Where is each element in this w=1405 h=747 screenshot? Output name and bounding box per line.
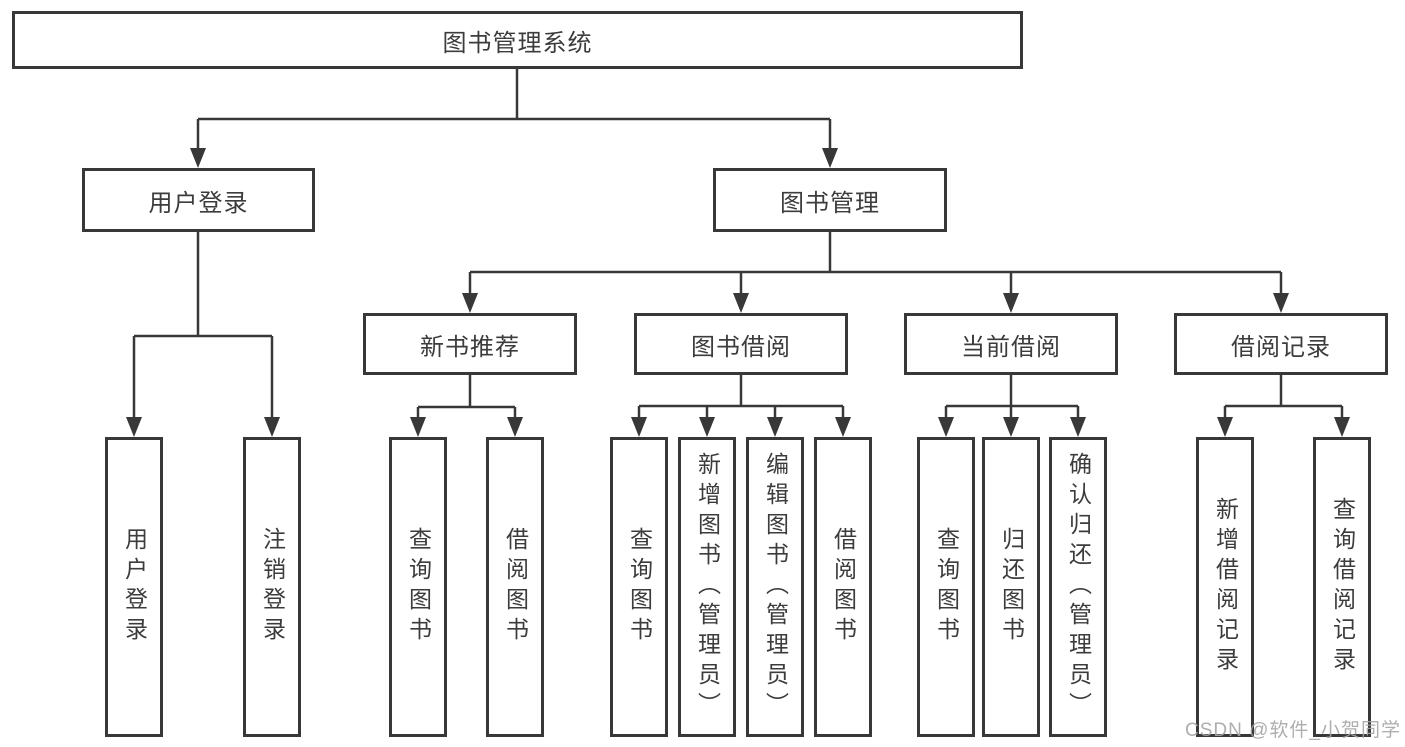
- leaf-add-borrow-record: 新增借阅记录: [1196, 437, 1254, 737]
- node-user-login: 用户登录: [82, 168, 315, 232]
- connector-bookborrow-to-leaves: [637, 375, 845, 419]
- leaf-query-book-borrow: 查询图书: [610, 437, 668, 737]
- connector-borrowrecord-to-leaves: [1223, 375, 1344, 419]
- node-new-book-rec: 新书推荐: [363, 313, 577, 375]
- leaf-edit-book: 编辑图书（管理员）: [746, 437, 804, 737]
- node-root: 图书管理系统: [12, 11, 1023, 69]
- connector-newbookrec-to-leaves: [416, 375, 517, 419]
- leaf-borrow-book-rec: 借阅图书: [486, 437, 544, 737]
- leaf-confirm-return: 确认归还（管理员）: [1049, 437, 1107, 737]
- node-borrow-record: 借阅记录: [1174, 313, 1388, 375]
- node-current-borrow: 当前借阅: [904, 313, 1118, 375]
- leaf-query-borrow-record: 查询借阅记录: [1313, 437, 1371, 737]
- arrowheads: [126, 148, 1350, 437]
- connector-userlogin-to-leaves: [132, 232, 274, 419]
- connector-currentborrow-to-leaves: [944, 375, 1080, 419]
- node-book-borrow: 图书借阅: [634, 313, 848, 375]
- watermark: CSDN @软件_小贺同学: [1185, 720, 1401, 741]
- node-book-mgmt: 图书管理: [713, 168, 947, 232]
- leaf-add-book: 新增图书（管理员）: [678, 437, 736, 737]
- leaf-borrow-book: 借阅图书: [814, 437, 872, 737]
- connector-root-to-level2: [196, 68, 832, 150]
- leaf-query-book-current: 查询图书: [917, 437, 975, 737]
- connector-bookmgmt-to-level3: [468, 232, 1283, 295]
- leaf-logout: 注销登录: [243, 437, 301, 737]
- leaf-return-book: 归还图书: [982, 437, 1040, 737]
- leaf-query-book-rec: 查询图书: [389, 437, 447, 737]
- leaf-user-login: 用户登录: [105, 437, 163, 737]
